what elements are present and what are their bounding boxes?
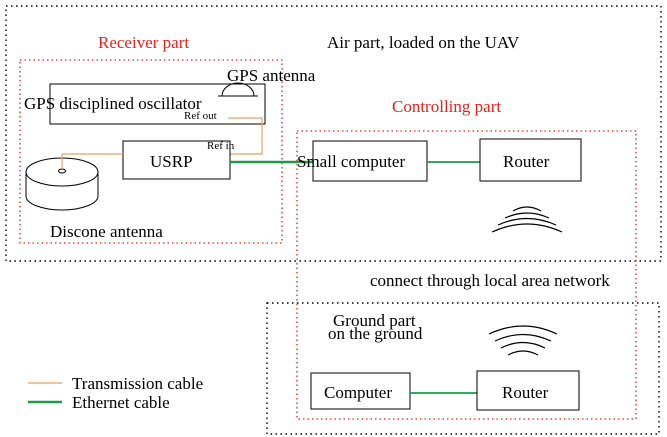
router-air-label: Router — [503, 152, 550, 171]
ref-out-label: Ref out — [184, 110, 217, 122]
controlling-part-boundary — [296, 130, 637, 420]
gps-antenna-icon — [221, 82, 255, 97]
discone-cable — [61, 153, 123, 169]
wifi-air-icon — [491, 206, 563, 233]
wifi-ground-icon — [488, 325, 558, 356]
ground-part-label: Ground part — [333, 311, 416, 330]
computer-label: Computer — [324, 383, 392, 402]
legend-ethernet-label: Ethernet cable — [72, 393, 170, 412]
router-air-box — [479, 138, 582, 182]
controlling-part-label: Controlling part — [392, 97, 502, 116]
ref-in-label: Ref in — [207, 140, 235, 152]
gpsdo-label: GPS disciplined oscillator — [24, 94, 202, 113]
gps-antenna-label: GPS antenna — [227, 66, 316, 85]
ground-part-boundary — [266, 302, 660, 435]
gpsdo-box — [49, 83, 266, 125]
router-ground-label: Router — [502, 383, 549, 402]
small-computer-box — [312, 140, 428, 182]
receiver-part-boundary — [19, 59, 283, 244]
ref-cable — [228, 117, 263, 155]
small-computer-label: Small computer — [297, 152, 406, 171]
computer-box — [310, 372, 411, 410]
router-ground-box — [476, 370, 580, 411]
usrp-label: USRP — [150, 152, 193, 171]
legend-transmission-label: Transmission cable — [72, 374, 204, 393]
air-part-label: Air part, loaded on the UAV — [327, 33, 520, 52]
lan-connection-label: connect through local area network — [370, 271, 610, 290]
usrp-box — [122, 140, 231, 180]
discone-label: Discone antenna — [50, 222, 163, 241]
receiver-part-label: Receiver part — [98, 33, 190, 52]
ground-part-sublabel: on the ground — [328, 324, 423, 343]
